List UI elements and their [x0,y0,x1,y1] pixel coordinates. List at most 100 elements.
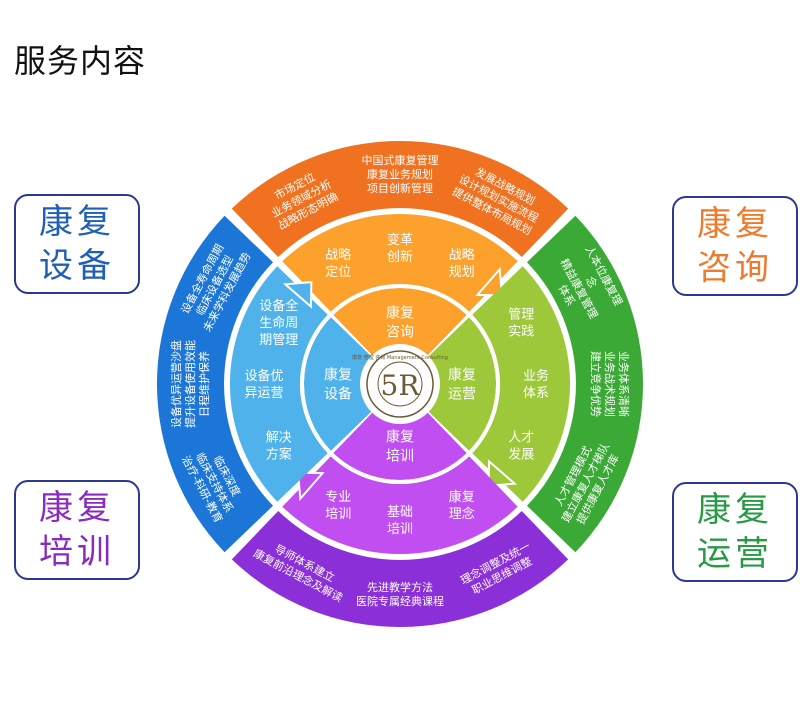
page-title: 服务内容 [14,42,147,80]
middle-band-bottom [282,456,518,555]
text-line: 咨询 [386,324,414,340]
ring-arrow-bottom [297,471,325,502]
outer-band-bottom [231,511,569,628]
text-line: 战略 [449,247,475,263]
center-logo: 5R 康复 管理 咨询 Management Consulting [352,344,448,424]
middle-label-bottom: 专业培训 [325,490,351,522]
text-line: 发展 [508,447,534,463]
corner-box-rehab-consulting: 康复 咨询 [672,196,798,296]
text-line: 变革 [387,232,413,248]
middle-band-left [229,266,328,502]
text-line: 方案 [266,447,292,463]
logo-mark: 5R [381,369,421,402]
corner-box-rehab-operations: 康复 运营 [672,482,798,582]
middle-label-top: 战略定位 [325,247,351,280]
core-sector-right [400,317,497,451]
text-line: 医院专属经典课程 [356,594,444,608]
middle-label-right: 业务体系 [523,368,549,401]
ring-divider-inner [300,284,500,484]
corner-box-rehab-equipment: 康复 设备 [14,194,140,294]
core-label-right: 康复运营 [448,366,476,402]
text-line: 设备优异运营沙盘 [169,340,183,428]
middle-band-right [472,266,571,502]
core-sector-bottom [333,384,467,481]
text-line: 解决 [266,431,292,446]
corner-label-line2: 咨询 [697,248,773,288]
text-line: 康复 [386,428,414,445]
middle-label-bottom: 基础培训 [387,505,413,537]
outer-band-top [231,140,569,257]
middle-label-right: 人才发展 [508,431,534,463]
logo-inner-ring [377,361,423,407]
ring-divider-outer [224,208,576,560]
middle-label-top: 变革创新 [387,232,413,265]
corner-label-line1: 康复 [39,488,115,528]
logo-ring [366,350,434,418]
text-line: 设备 [324,385,352,402]
middle-label-bottom: 康复理念 [449,489,475,522]
text-line: 建立竞争优势 [589,351,603,417]
middle-label-left: 设备优异运营 [244,368,283,401]
text-line: 康复 [324,366,352,383]
text-line: 管理 [508,307,534,322]
text-line: 创新 [387,249,413,265]
text-line: 业务战术规划 [603,351,617,417]
text-line: 中国式康复管理 [362,153,439,167]
middle-label-left: 解决方案 [266,431,292,463]
corner-label-line2: 培训 [39,532,115,572]
text-line: 异运营 [244,386,283,401]
middle-band-top [282,213,518,312]
logo-ring-text: 康复 管理 咨询 Management Consulting [352,354,448,361]
text-line: 日程维护保养 [197,351,211,417]
corner-label-line2: 设备 [39,246,115,286]
middle-label-top: 战略规划 [449,247,475,280]
outer-label-bottom: 先进教学方法医院专属经典课程 [356,580,444,608]
middle-ring: 战略定位变革创新战略规划管理实践业务体系人才发展康复理念基础培训专业培训解决方案… [224,208,576,560]
corner-label-line1: 康复 [697,204,773,244]
text-line: 项目创新管理 [367,181,433,195]
text-line: 专业 [325,490,351,505]
outer-label-top: 中国式康复管理康复业务规划项目创新管理 [362,153,439,195]
text-line: 康复业务规划 [367,167,433,181]
text-line: 康复 [386,304,414,321]
core-label-top: 康复咨询 [386,304,414,340]
text-line: 理念 [449,506,475,522]
corner-label-line1: 康复 [39,202,115,242]
text-line: 业务体系清晰 [617,351,631,417]
outer-band-right [527,215,644,553]
text-line: 康复 [449,489,475,505]
text-line: 期管理 [259,333,298,348]
text-line: 设备优 [244,368,283,384]
ring-arrow-left [282,281,313,309]
text-line: 基础 [387,505,413,520]
text-line: 业务 [523,368,549,384]
text-line: 生命周 [259,315,298,331]
core-label-bottom: 康复培训 [386,428,414,464]
outer-band-left [156,215,273,553]
core-sector-left [303,317,400,451]
corner-label-line2: 运营 [697,534,773,574]
core-sector-top [333,287,467,384]
logo-disc [360,344,440,424]
outer-label-right: 业务体系清晰业务战术规划建立竞争优势 [589,351,631,417]
text-line: 战略 [325,247,351,263]
middle-label-left: 设备全生命周期管理 [259,298,298,348]
text-line: 培训 [386,448,414,464]
core-label-left: 康复设备 [324,366,352,402]
text-line: 人才 [508,431,534,446]
middle-label-right: 管理实践 [508,307,534,339]
text-line: 设备全 [259,298,298,314]
text-line: 规划 [449,265,475,280]
text-line: 提升设备使用效能 [183,340,197,428]
text-line: 运营 [448,386,476,402]
text-line: 培训 [325,506,351,522]
outer-label-left: 设备优异运营沙盘提升设备使用效能日程维护保养 [169,340,211,428]
ring-arrow-right [487,459,518,487]
text-line: 实践 [508,324,534,339]
text-line: 体系 [523,386,549,401]
ring-arrow-top [475,266,503,297]
text-line: 康复 [448,366,476,383]
text-line: 培训 [387,521,413,537]
